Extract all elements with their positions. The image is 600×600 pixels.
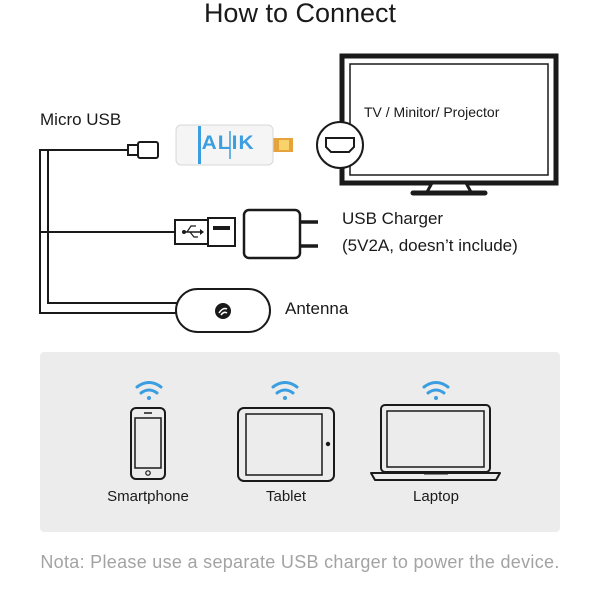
- hdmi-port-icon: [316, 121, 364, 169]
- smartphone-icon: [130, 407, 166, 480]
- wifi-icon: [271, 381, 299, 400]
- hdmi-dongle-icon: [175, 124, 293, 166]
- usb-charger-spec-label: (5V2A, doesn’t include): [342, 236, 518, 255]
- tv-label: TV / Minitor/ Projector: [364, 104, 500, 120]
- dongle-brand-logo: ALIK: [201, 133, 255, 154]
- usb-charger-label: USB Charger: [342, 209, 444, 228]
- device-label-tablet: Tablet: [265, 488, 307, 505]
- cables: [39, 149, 180, 314]
- footer-note: Nota: Please use a separate USB charger …: [40, 552, 560, 572]
- laptop-icon: [370, 404, 501, 481]
- tablet-icon: [237, 407, 335, 482]
- usb-plug-icon: [174, 217, 236, 247]
- micro-usb-plug-icon: [127, 141, 159, 159]
- device-label-smartphone: Smartphone: [107, 488, 189, 505]
- usb-charger-icon: [242, 208, 318, 260]
- antenna-label: Antenna: [285, 299, 349, 318]
- wifi-icon: [135, 381, 163, 400]
- wifi-icon: [422, 381, 450, 400]
- page-title: How to Connect: [203, 0, 397, 28]
- tv-monitor-icon: [339, 53, 559, 196]
- antenna-icon: [175, 288, 271, 333]
- device-label-laptop: Laptop: [413, 488, 459, 505]
- micro-usb-label: Micro USB: [40, 110, 122, 129]
